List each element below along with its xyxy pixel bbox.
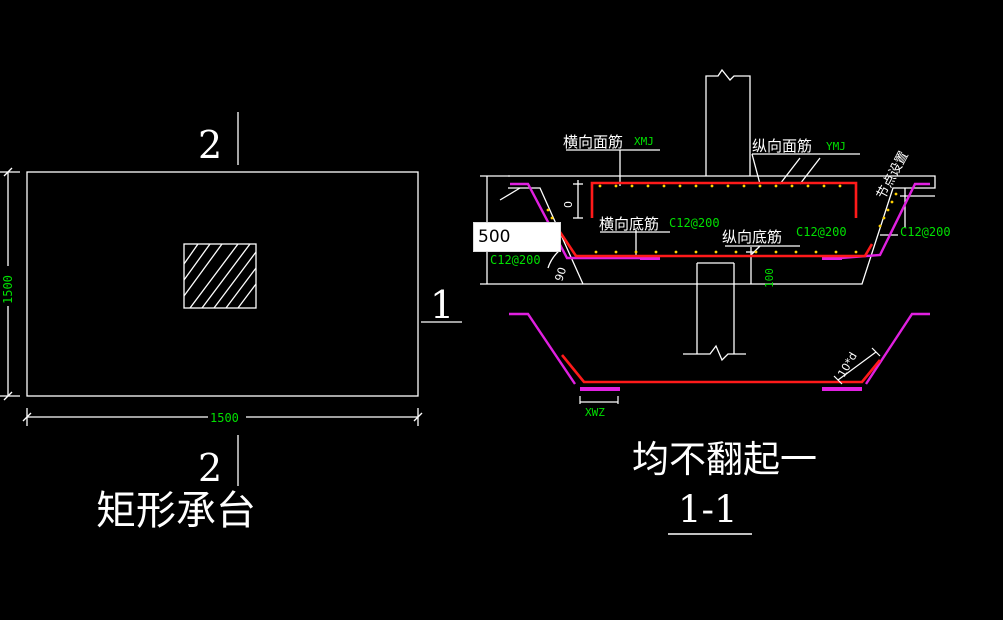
cap-outline[interactable] [508, 175, 936, 285]
rebar-schematic [509, 312, 930, 404]
dim-100: 100 [763, 268, 776, 288]
plan-view [0, 112, 462, 486]
pile-cap-outline[interactable] [26, 171, 419, 397]
longitudinal-bottom-spec: C12@200 [796, 225, 847, 239]
left-bottom-spec: C12@200 [490, 253, 541, 267]
section-2-label-top: 2 [198, 123, 222, 167]
section-number: 1-1 [678, 488, 738, 531]
plan-title: 矩形承台 [96, 488, 256, 534]
longitudinal-bottom-bar-label: 纵向底筋 [722, 228, 782, 246]
xwz-label: XWZ [585, 406, 605, 419]
longitudinal-top-bar-label: 纵向面筋 [752, 137, 812, 155]
dim-zero: 0 [562, 201, 575, 208]
section-2-label-bottom: 2 [198, 446, 222, 490]
column-hatch[interactable] [183, 243, 257, 309]
rebar-points [546, 184, 898, 254]
transverse-bottom-bar-label: 横向底筋 [599, 215, 659, 233]
section-1-label: 1 [430, 283, 454, 327]
side-bar-spec: C12@200 [900, 225, 951, 239]
height-dimension: 1500 [1, 275, 15, 304]
longitudinal-top-bar-code: YMJ [826, 140, 846, 153]
transverse-top-bar-label: 横向面筋 [563, 133, 623, 151]
dim-10d: 10*d [835, 350, 860, 379]
transverse-top-bar-code: XMJ [634, 135, 654, 148]
transverse-bottom-spec: C12@200 [669, 216, 720, 230]
column-above[interactable] [705, 68, 751, 176]
section-view [480, 68, 936, 362]
main-rebar[interactable] [558, 181, 874, 258]
section-caption: 均不翻起一 [632, 438, 817, 481]
pile-below[interactable] [683, 263, 746, 362]
dim-90-angle: 90 [552, 266, 569, 283]
width-dimension: 1500 [210, 411, 239, 425]
dimension-value-input[interactable] [473, 222, 561, 252]
side-bars [510, 182, 930, 260]
